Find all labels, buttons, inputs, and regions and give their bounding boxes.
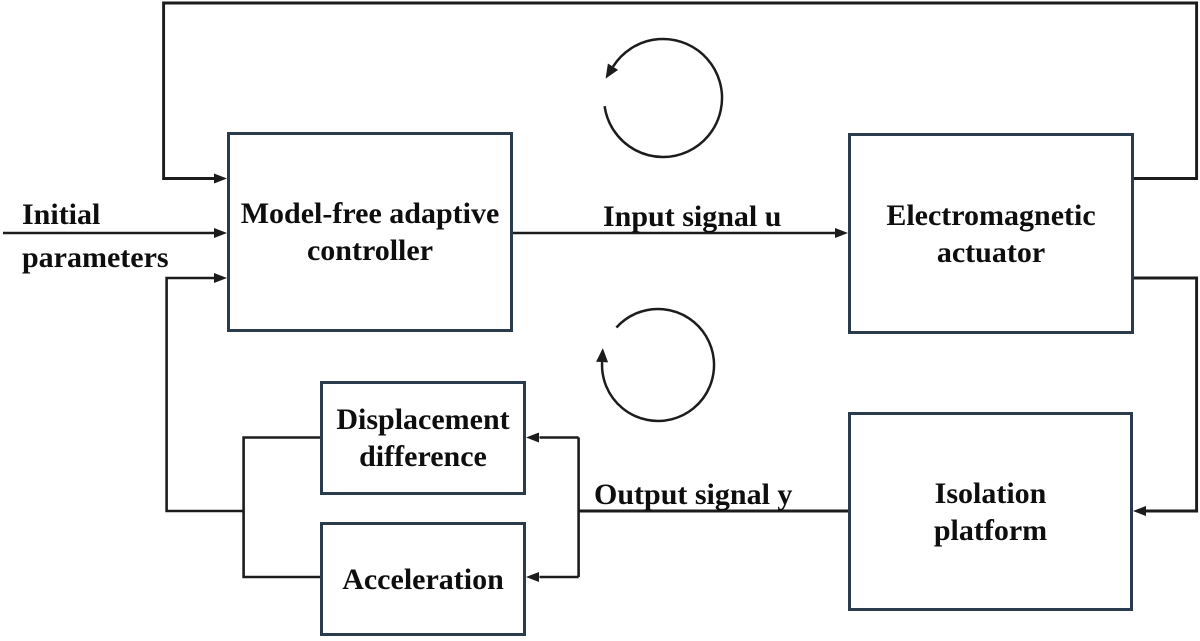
block-label-line: Displacement [336, 403, 510, 436]
block-electromagnetic-actuator: Electromagnetic actuator [848, 133, 1134, 334]
initial-parameters-label-line2: parameters [22, 241, 169, 274]
arrowhead-into-controller-bottom [214, 273, 227, 283]
block-isolation-platform: Isolation platform [848, 412, 1133, 611]
block-label-line: Electromagnetic [886, 198, 1096, 232]
block-displacement-difference: Displacement difference [320, 381, 526, 495]
output-signal-label: Output signal y [594, 478, 793, 511]
arrowhead-into-controller-top [214, 173, 227, 184]
feedback-to-controller-line [165, 276, 244, 513]
block-label-line: difference [359, 440, 487, 473]
arrowhead-into-platform [1133, 506, 1146, 516]
block-label-line: platform [933, 513, 1048, 547]
block-acceleration: Acceleration [320, 522, 526, 636]
arrowhead-into-displacement [526, 432, 539, 443]
block-model-free-adaptive-controller: Model-free adaptive controller [227, 132, 513, 332]
initial-parameters-label-line1: Initial [22, 198, 101, 231]
counterclockwise-arc [603, 37, 724, 159]
input-signal-label: Input signal u [603, 200, 782, 233]
sensor-bus-left [242, 436, 320, 579]
arrowhead-into-controller-middle [214, 228, 227, 238]
clockwise-arc [600, 307, 716, 423]
block-label-line: Acceleration [342, 562, 504, 596]
top-feedback-loop-line [162, 1, 1199, 180]
block-label-line: controller [306, 234, 434, 267]
counterclockwise-rotation-icon [603, 37, 724, 159]
block-label-line: Model-free adaptive [240, 197, 500, 230]
clockwise-rotation-icon [596, 307, 716, 423]
arrowhead-into-acceleration [526, 572, 539, 582]
arrowhead-into-actuator [835, 228, 848, 238]
clockwise-arrowhead [596, 348, 609, 363]
actuator-to-platform-line [1133, 276, 1199, 513]
block-label-line: Isolation [934, 476, 1047, 510]
block-label-line: actuator [936, 235, 1046, 269]
counterclockwise-arrowhead [605, 63, 619, 79]
